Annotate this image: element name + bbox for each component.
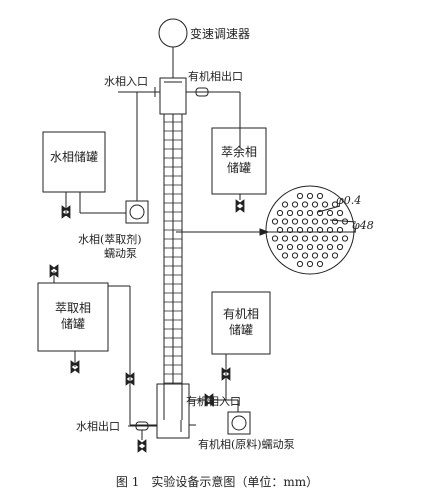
plate-hole xyxy=(341,235,349,242)
plate-hole xyxy=(306,192,314,200)
organic-tank xyxy=(211,291,271,355)
perforated-plate-detail xyxy=(265,185,355,275)
plate-hole xyxy=(301,218,309,225)
label-raffinate-tank-1: 萃余相 xyxy=(221,144,257,159)
plate-hole xyxy=(281,218,289,225)
plate-hole xyxy=(316,192,324,200)
valve-column-side xyxy=(125,372,135,386)
label-water-tank-1: 水相储罐 xyxy=(50,149,98,164)
plate-hole xyxy=(286,243,294,251)
plate-hole xyxy=(326,226,334,234)
plate-hole xyxy=(321,201,329,208)
plate-hole xyxy=(306,243,314,251)
plate-hole xyxy=(326,209,334,217)
speed-controller-circle xyxy=(158,18,188,48)
plate-hole xyxy=(296,226,304,234)
raffinate-tank xyxy=(211,127,267,195)
plate-hole xyxy=(306,226,314,234)
plate-hole xyxy=(331,235,339,242)
plate-hole xyxy=(311,218,319,225)
plate-hole xyxy=(321,218,329,225)
label-extract-tank-1: 萃取相 xyxy=(55,301,91,315)
plate-hole xyxy=(331,252,339,259)
plate-hole xyxy=(306,260,314,268)
label-organic-tank-1: 有机相 xyxy=(223,307,259,321)
plate-hole xyxy=(311,252,319,259)
plate-hole xyxy=(316,209,324,217)
label-organic-pump: 有机相(原料)蠕动泵 xyxy=(198,437,295,451)
plate-hole xyxy=(291,235,299,242)
plate-hole xyxy=(296,260,304,268)
plate-hole xyxy=(271,218,279,225)
label-organic-outlet: 有机相出口 xyxy=(188,69,243,83)
plate-hole xyxy=(276,243,284,251)
plate-hole xyxy=(321,235,329,242)
plate-hole xyxy=(306,209,314,217)
figure-caption: 图 1 实验设备示意图（单位：mm） xyxy=(116,474,318,489)
water-pump xyxy=(125,200,149,224)
plate-hole xyxy=(301,235,309,242)
valve-raffinate xyxy=(235,199,245,213)
plate-hole xyxy=(326,243,334,251)
label-water-outlet: 水相出口 xyxy=(76,419,120,433)
plate-hole xyxy=(336,226,344,234)
label-speed-controller: 变速调速器 xyxy=(190,26,250,41)
plate-hole xyxy=(291,218,299,225)
label-raffinate-tank-2: 储罐 xyxy=(227,160,251,175)
plate-hole xyxy=(281,235,289,242)
plate-hole xyxy=(286,226,294,234)
plate-hole xyxy=(296,192,304,200)
plate-hole xyxy=(281,252,289,259)
valve-extract-bottom xyxy=(70,360,80,374)
label-plate-diameter: φ48 xyxy=(352,219,374,232)
plate-hole xyxy=(276,226,284,234)
plate-hole xyxy=(301,252,309,259)
plate-hole xyxy=(311,201,319,208)
column-top xyxy=(159,77,187,115)
label-extract-tank-2: 储罐 xyxy=(61,316,85,331)
extract-tank xyxy=(37,282,109,352)
plate-hole xyxy=(286,209,294,217)
plate-hole xyxy=(321,252,329,259)
plate-hole xyxy=(316,260,324,268)
plate-hole xyxy=(331,218,339,225)
plate-hole xyxy=(281,201,289,208)
plate-hole xyxy=(316,243,324,251)
organic-pump xyxy=(227,411,251,435)
plate-hole xyxy=(291,201,299,208)
plate-hole xyxy=(276,209,284,217)
plate-hole xyxy=(296,209,304,217)
label-organic-inlet: 有机相入口 xyxy=(186,394,241,408)
plate-hole xyxy=(336,243,344,251)
valve-organic-line xyxy=(204,393,214,407)
valve-water-tank xyxy=(61,205,71,219)
label-water-pump-1: 水相(萃取剂) xyxy=(78,232,142,246)
column-bottom xyxy=(156,383,190,439)
plate-hole xyxy=(336,209,344,217)
label-organic-tank-2: 储罐 xyxy=(229,322,253,337)
label-water-inlet: 水相入口 xyxy=(104,75,148,88)
valve-organic-tank xyxy=(221,367,231,381)
plate-hole xyxy=(316,226,324,234)
plate-hole xyxy=(291,252,299,259)
plate-hole xyxy=(301,201,309,208)
water-tank xyxy=(42,131,106,193)
valve-extract-top xyxy=(49,264,59,278)
label-water-pump-2: 蠕动泵 xyxy=(104,247,137,260)
plate-hole xyxy=(271,235,279,242)
label-hole-diameter: φ0.4 xyxy=(336,194,361,207)
plate-hole xyxy=(311,235,319,242)
plate-hole xyxy=(296,243,304,251)
valve-water-outlet xyxy=(137,439,147,453)
